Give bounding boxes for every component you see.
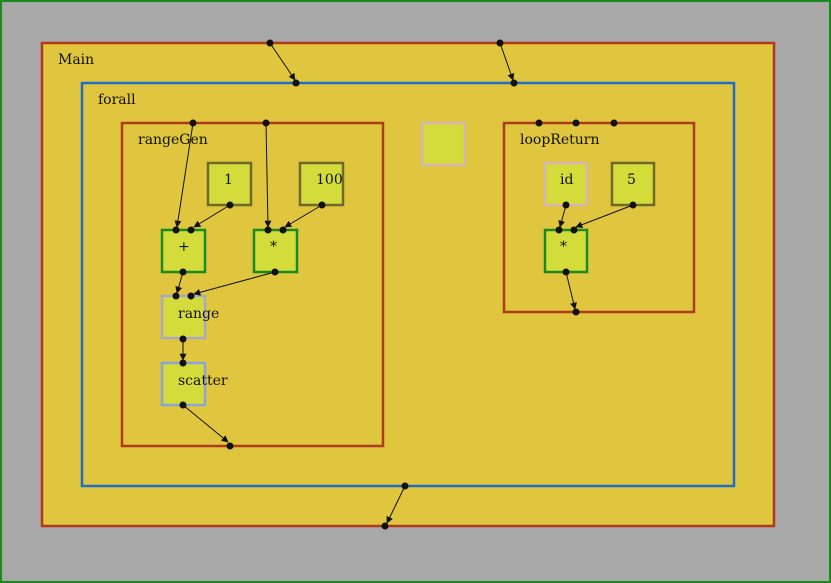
port[interactable] <box>266 39 274 47</box>
edge-id-to-mul <box>558 204 567 228</box>
node-mul-range-label: * <box>270 239 277 255</box>
node-id-label: id <box>560 172 573 188</box>
frame-range-gen-label: rangeGen <box>138 132 208 148</box>
frame-loop-return[interactable]: loopReturn <box>502 121 696 314</box>
node-const-5-label: 5 <box>627 172 636 188</box>
node-const-100[interactable]: 100 <box>298 161 345 207</box>
port[interactable] <box>279 226 287 234</box>
port[interactable] <box>262 119 270 127</box>
port[interactable] <box>226 201 234 209</box>
edge-rangegen-to-add <box>174 122 194 228</box>
port[interactable] <box>264 226 272 234</box>
port[interactable] <box>572 119 580 127</box>
edge-const5-to-mul <box>575 204 634 228</box>
port[interactable] <box>401 482 409 490</box>
port[interactable] <box>318 201 326 209</box>
ports <box>172 39 637 530</box>
port[interactable] <box>226 442 234 450</box>
edge-main-to-forall-2 <box>499 42 515 81</box>
edge-mul-to-range <box>193 271 276 296</box>
port[interactable] <box>381 522 389 530</box>
node-mul-return[interactable]: * <box>543 228 589 274</box>
port[interactable] <box>570 226 578 234</box>
node-add[interactable]: + <box>160 228 207 274</box>
port[interactable] <box>172 226 180 234</box>
port[interactable] <box>187 226 195 234</box>
node-const-1[interactable]: 1 <box>206 161 253 207</box>
node-const-100-label: 100 <box>316 172 343 188</box>
edge-add-to-range <box>175 271 184 294</box>
frame-main-label: Main <box>58 52 94 68</box>
node-const-5[interactable]: 5 <box>610 161 656 207</box>
port[interactable] <box>292 79 300 87</box>
port[interactable] <box>535 119 543 127</box>
edge-const100-to-mul <box>284 204 323 228</box>
edge-mul-to-return <box>565 271 577 310</box>
port[interactable] <box>172 292 180 300</box>
port[interactable] <box>271 268 279 276</box>
port[interactable] <box>179 359 187 367</box>
node-mul-range[interactable]: * <box>252 228 299 274</box>
node-scatter-label: scatter <box>178 373 228 389</box>
port[interactable] <box>510 79 518 87</box>
edge-forall-to-main <box>386 485 406 524</box>
edge-const1-to-add <box>193 204 231 228</box>
port[interactable] <box>179 335 187 343</box>
port[interactable] <box>187 292 195 300</box>
edge-rangegen-to-mul <box>264 122 272 228</box>
edge-main-to-forall-1 <box>269 42 296 81</box>
port[interactable] <box>629 201 637 209</box>
node-add-label: + <box>178 239 190 255</box>
port[interactable] <box>610 119 618 127</box>
frame-loop-return-label: loopReturn <box>520 132 599 148</box>
port[interactable] <box>189 119 197 127</box>
port[interactable] <box>562 201 570 209</box>
edge-scatter-to-out <box>182 404 229 443</box>
port[interactable] <box>179 401 187 409</box>
node-range[interactable]: range <box>160 294 219 340</box>
port[interactable] <box>572 308 580 316</box>
port[interactable] <box>562 268 570 276</box>
node-mul-return-label: * <box>560 239 567 255</box>
frame-forall-label: forall <box>98 92 136 108</box>
node-range-label: range <box>178 306 219 322</box>
port[interactable] <box>179 268 187 276</box>
node-id[interactable]: id <box>543 161 589 207</box>
empty-node[interactable] <box>420 121 467 167</box>
node-const-1-label: 1 <box>224 172 233 188</box>
port[interactable] <box>496 39 504 47</box>
port[interactable] <box>555 226 563 234</box>
